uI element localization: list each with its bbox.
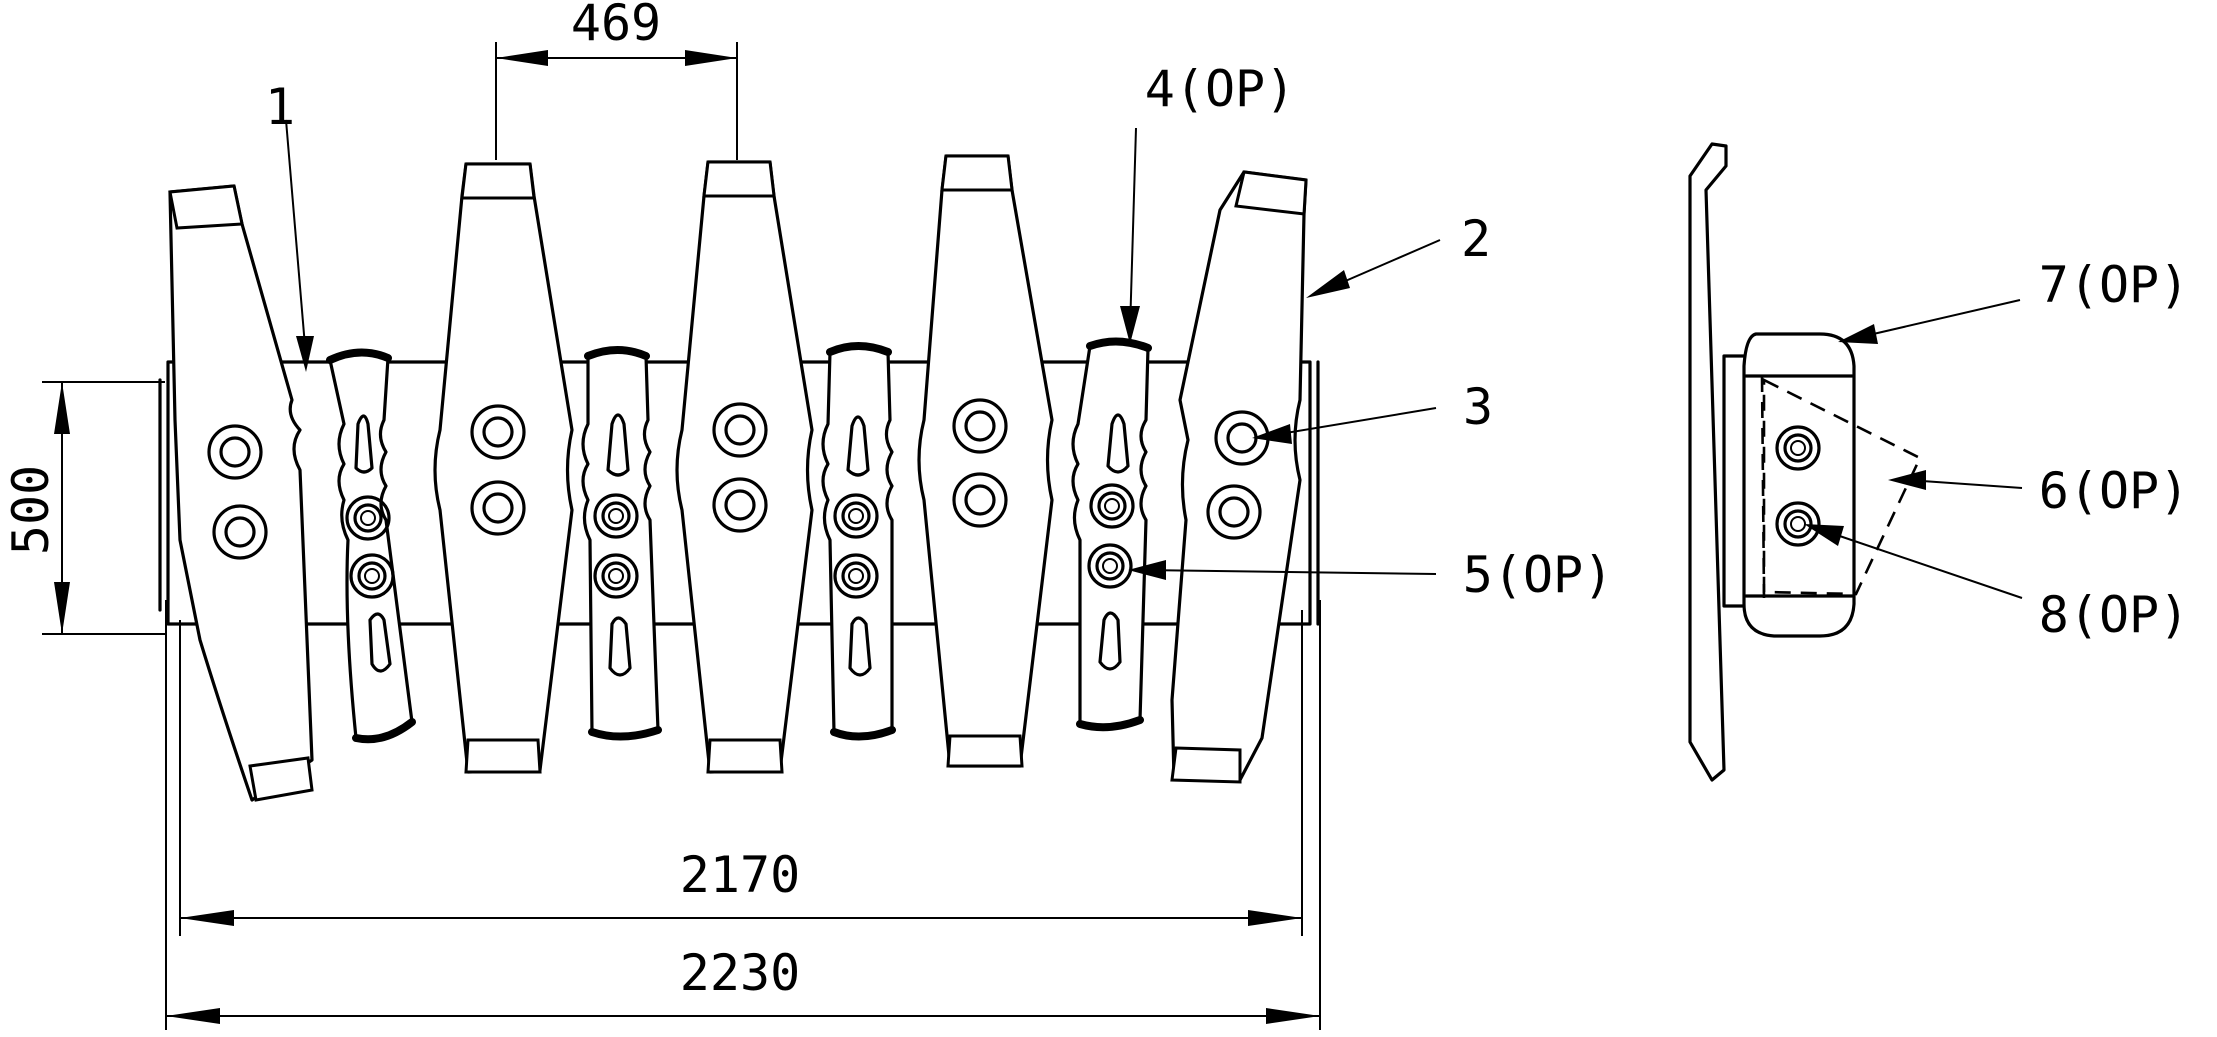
front-view: [158, 154, 1320, 802]
tooth-4: [917, 154, 1054, 768]
dimension-2230: 2230: [165, 600, 1321, 1030]
dimension-469-label: 469: [571, 0, 661, 52]
dimension-2170-label: 2170: [680, 846, 800, 904]
tooth-1: [168, 184, 314, 802]
side-view: [1688, 142, 1922, 782]
dimension-2230-label: 2230: [680, 944, 800, 1002]
callout-4-label: 4(OP): [1145, 60, 1296, 118]
tooth-3: [675, 160, 814, 774]
callout-7: 7(OP): [1838, 256, 2189, 344]
callout-1: 1: [265, 78, 314, 372]
tooth-2: [433, 162, 574, 774]
side-adapter: [1742, 332, 1856, 638]
callout-2: 2: [1306, 210, 1491, 298]
callout-8-label: 8(OP): [2039, 586, 2190, 644]
side-blade: [1688, 142, 1728, 782]
dimension-500: 500: [2, 381, 165, 635]
dimension-500-label: 500: [2, 465, 60, 555]
callout-3-label: 3: [1463, 378, 1493, 436]
callout-6-label: 6(OP): [2039, 462, 2190, 520]
adapter-2: [581, 346, 662, 741]
adapter-4: [1071, 337, 1152, 732]
tooth-5: [1170, 170, 1308, 784]
adapter-1: [326, 348, 416, 744]
callout-2-label: 2: [1461, 210, 1491, 268]
adapter-3: [821, 342, 896, 741]
dimension-2170: 2170: [179, 610, 1303, 936]
callout-4: 4(OP): [1120, 60, 1295, 344]
callout-8: 8(OP): [1804, 524, 2189, 644]
dimension-469: 469: [495, 0, 738, 160]
callout-7-label: 7(OP): [2039, 256, 2190, 314]
callout-1-label: 1: [265, 78, 295, 136]
callout-3: 3: [1252, 378, 1493, 444]
callout-5-label: 5(OP): [1463, 546, 1614, 604]
callout-5: 5(OP): [1128, 546, 1613, 604]
callout-6: 6(OP): [1888, 462, 2189, 520]
